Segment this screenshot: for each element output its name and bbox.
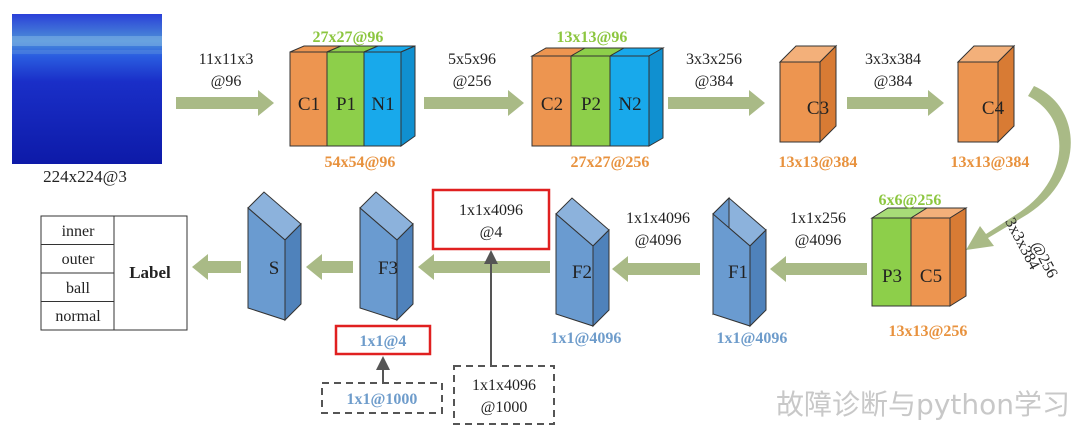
layer-p1-label: P1 xyxy=(336,94,356,115)
input-size-label: 224x224@3 xyxy=(43,167,127,186)
kernel-label-7b: @4096 xyxy=(635,232,682,249)
layer-f3-block xyxy=(359,191,414,322)
block1-c1-p1-n1 xyxy=(289,45,416,147)
arrow-original-to-new-kernel xyxy=(484,250,498,366)
output-class-table xyxy=(40,215,188,331)
layer-c5-label: C5 xyxy=(920,266,942,287)
class-item-ball: ball xyxy=(66,280,91,297)
input-spectrogram-image xyxy=(12,14,162,164)
class-item-outer: outer xyxy=(62,251,96,268)
layer-n1-label: N1 xyxy=(371,94,394,115)
arrow-f1-to-f2 xyxy=(612,256,700,282)
arrow-n2-to-c3 xyxy=(668,90,765,116)
arrow-f2-to-f3 xyxy=(418,254,550,280)
kernel-label-2b: @256 xyxy=(453,73,492,90)
arrow-f3-original-to-new xyxy=(376,356,390,383)
f3-output-dim: 1x1@4 xyxy=(360,333,407,350)
class-item-normal: normal xyxy=(55,308,101,325)
arrow-c3-to-c4 xyxy=(847,90,944,116)
arrow-input-to-c1 xyxy=(176,90,274,116)
c3-bottom-dim: 13x13@384 xyxy=(779,154,858,171)
c4-bottom-dim: 13x13@384 xyxy=(951,154,1030,171)
layer-f1-label: F1 xyxy=(728,262,748,283)
arrow-f3-to-s xyxy=(306,254,353,280)
layer-c4-label: C4 xyxy=(982,98,1005,119)
layer-c1-label: C1 xyxy=(298,94,320,115)
layer-c4-block xyxy=(956,44,1016,144)
kernel-label-3b: @384 xyxy=(695,73,734,90)
kernel-orig-label-b: @1000 xyxy=(481,399,528,416)
f2-bottom-dim: 1x1@4096 xyxy=(551,330,622,347)
layer-f3-label: F3 xyxy=(378,258,398,279)
layer-f2-block xyxy=(555,197,610,328)
kernel-label-1b: @96 xyxy=(211,73,242,90)
f3-output-box xyxy=(334,324,432,356)
layer-s-label: S xyxy=(269,258,280,279)
layer-c2-label: C2 xyxy=(541,94,563,115)
block1-top-dim: 27x27@96 xyxy=(313,29,384,46)
kernel-label-4a: 3x3x384 xyxy=(865,51,921,68)
block1-bottom-dim: 54x54@96 xyxy=(325,154,396,171)
f3-new-kernel-box xyxy=(431,188,551,251)
layer-f1-block xyxy=(712,196,767,328)
f3-original-output-box xyxy=(321,382,443,414)
block5-bottom-dim: 13x13@256 xyxy=(889,323,968,340)
kernel-label-7a: 1x1x4096 xyxy=(626,210,690,227)
kernel-label-4b: @384 xyxy=(874,73,913,90)
arrow-c5-to-f1 xyxy=(770,256,867,282)
watermark-text: 故障诊断与python学习 xyxy=(776,388,1070,421)
f1-bottom-dim: 1x1@4096 xyxy=(717,330,788,347)
layer-c3-block xyxy=(778,44,838,144)
kernel-label-8b: @4 xyxy=(480,224,503,241)
layer-n2-label: N2 xyxy=(618,94,641,115)
kernel-orig-label-a: 1x1x4096 xyxy=(472,377,536,394)
layer-p3-label: P3 xyxy=(882,266,902,287)
arrow-s-to-output xyxy=(192,254,241,280)
kernel-label-8a: 1x1x4096 xyxy=(459,202,523,219)
arrow-n1-to-c2 xyxy=(424,90,524,116)
block5-p3-c5 xyxy=(870,207,968,307)
kernel-label-6a: 1x1x256 xyxy=(790,210,846,227)
kernel-label-3a: 3x3x256 xyxy=(686,51,742,68)
class-item-inner: inner xyxy=(62,223,96,240)
output-label: Label xyxy=(129,263,171,282)
f3-original-kernel-box xyxy=(453,365,555,425)
layer-c3-label: C3 xyxy=(807,98,829,119)
layer-p2-label: P2 xyxy=(581,94,601,115)
block2-bottom-dim: 27x27@256 xyxy=(571,154,650,171)
block2-top-dim: 13x13@96 xyxy=(557,29,628,46)
layer-f2-label: F2 xyxy=(572,262,592,283)
f3-original-output-dim: 1x1@1000 xyxy=(347,391,418,408)
layer-s-block xyxy=(247,191,302,322)
kernel-label-2a: 5x5x96 xyxy=(448,51,496,68)
block5-top-dim: 6x6@256 xyxy=(879,192,942,209)
kernel-label-1a: 11x11x3 xyxy=(199,51,254,68)
arrow-c4-to-c5-curved xyxy=(966,86,1071,250)
kernel-label-6b: @4096 xyxy=(795,232,842,249)
block2-c2-p2-n2 xyxy=(530,47,665,147)
